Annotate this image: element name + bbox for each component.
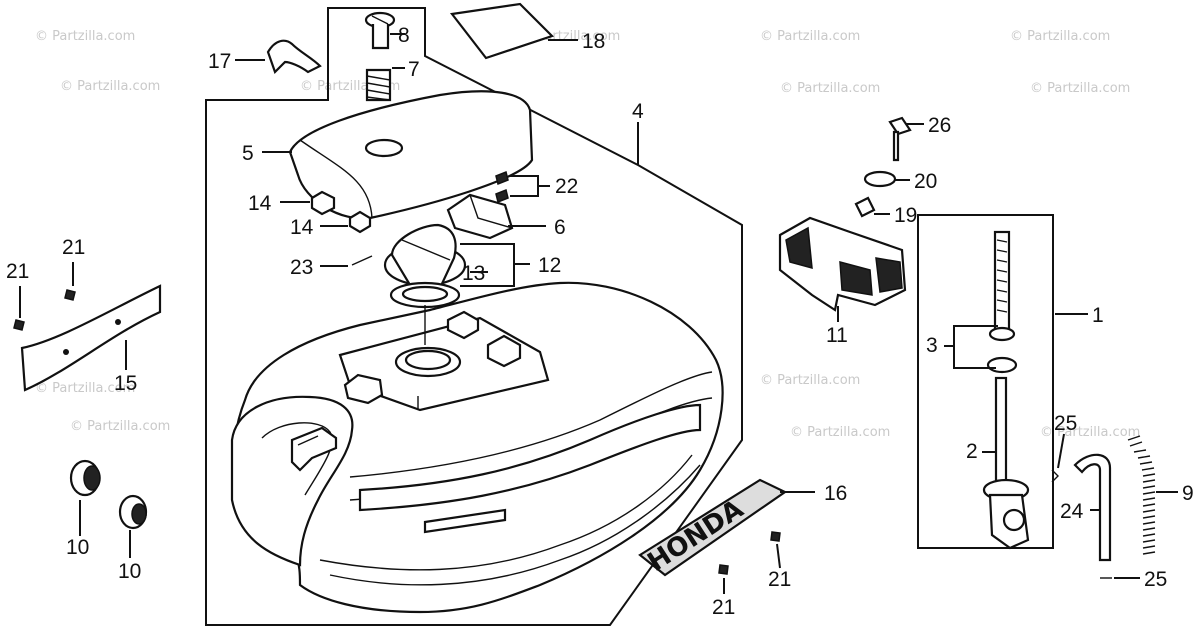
cap-part [854, 196, 876, 218]
hose-clip-part [1051, 469, 1059, 483]
watermark: © Partzilla.com [35, 381, 135, 396]
callout-24: 24 [1060, 500, 1084, 523]
bolt-part [888, 116, 912, 162]
watermark: © Partzilla.com [1030, 81, 1130, 96]
callout-numbers: 8 18 17 7 4 5 22 14 14 6 23 12 13 21 21 … [6, 24, 1194, 619]
callout-12: 12 [538, 254, 561, 277]
clip-part [266, 39, 322, 75]
callout-8: 8 [398, 24, 410, 47]
callout-17: 17 [208, 50, 231, 73]
watermarks: © Partzilla.com © Partzilla.com © Partzi… [35, 29, 1140, 444]
callout-13: 13 [462, 262, 485, 285]
spring-part [365, 68, 392, 102]
watermark: © Partzilla.com [790, 425, 890, 440]
callout-20: 20 [914, 170, 937, 193]
callout-15: 15 [114, 372, 137, 395]
screw-part [770, 531, 781, 542]
watermark: © Partzilla.com [760, 373, 860, 388]
callout-5: 5 [242, 142, 254, 165]
screw-part [718, 564, 729, 575]
callout-4: 4 [632, 100, 644, 123]
callout-21: 21 [6, 260, 29, 283]
watermark: © Partzilla.com [1040, 425, 1140, 440]
fuel-tank [230, 281, 724, 614]
callout-1: 1 [1092, 304, 1104, 327]
callout-18: 18 [582, 30, 605, 53]
callout-21: 21 [712, 596, 735, 619]
fuel-filter-part [993, 230, 1011, 334]
hose-spring-part [1127, 435, 1156, 555]
grommet-part [69, 459, 101, 497]
callout-16: 16 [824, 482, 847, 505]
fuel-cock-part [982, 376, 1030, 550]
callout-25: 25 [1054, 412, 1077, 435]
bolt-pair-part [495, 170, 509, 204]
grommet-part [118, 494, 148, 530]
rubber-strip-part [449, 2, 555, 60]
callout-22: 22 [555, 175, 578, 198]
nut-part [310, 190, 336, 216]
callout-14: 14 [290, 216, 314, 239]
callout-9: 9 [1182, 482, 1194, 505]
watermark: © Partzilla.com [780, 81, 880, 96]
plug-part [364, 11, 396, 50]
callout-14: 14 [248, 192, 272, 215]
bracket-part [446, 193, 514, 240]
callout-7: 7 [408, 58, 420, 81]
tank-mount-part [778, 216, 907, 312]
callout-10: 10 [66, 536, 89, 559]
callout-19: 19 [894, 204, 917, 227]
leader-lines [19, 33, 1178, 594]
o-ring-part [986, 356, 1018, 374]
callout-21: 21 [768, 568, 791, 591]
nut-part [348, 210, 372, 234]
callout-3: 3 [926, 334, 938, 357]
watermark: © Partzilla.com [35, 29, 135, 44]
callout-25: 25 [1144, 568, 1167, 591]
callout-2: 2 [966, 440, 978, 463]
screw-part [64, 289, 76, 301]
callout-11: 11 [826, 324, 848, 347]
fuel-cap-part [383, 223, 467, 309]
fuel-hose-part [1073, 453, 1112, 562]
screw-part [13, 319, 25, 331]
callout-10: 10 [118, 560, 141, 583]
pin-part [351, 255, 373, 266]
watermark: © Partzilla.com [760, 29, 860, 44]
watermark: © Partzilla.com [70, 419, 170, 434]
callout-26: 26 [928, 114, 951, 137]
side-strip-part [20, 284, 162, 392]
watermark: © Partzilla.com [1010, 29, 1110, 44]
callout-6: 6 [554, 216, 566, 239]
watermark: © Partzilla.com [60, 79, 160, 94]
callout-23: 23 [290, 256, 313, 279]
tank-pad [288, 90, 534, 220]
fuel-cock-group-frame [917, 214, 1054, 549]
o-ring-part [988, 326, 1016, 342]
washer-part [863, 170, 897, 188]
callout-21: 21 [62, 236, 85, 259]
